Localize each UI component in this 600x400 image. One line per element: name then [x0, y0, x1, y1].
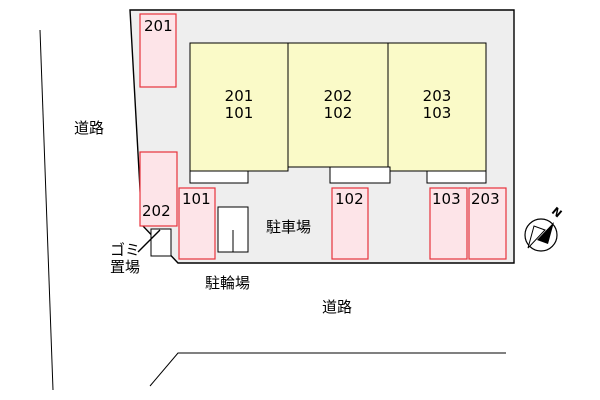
building-unit-2: 202 102: [298, 88, 378, 122]
building-block-3: [387, 42, 487, 172]
parking-label-202: 202: [142, 202, 171, 220]
entrance-2: [329, 166, 391, 184]
parking-label-103: 103: [432, 190, 461, 208]
road-label-south: 道路: [322, 298, 353, 316]
parking-label-101: 101: [182, 190, 211, 208]
unit-upper-label: 201: [224, 87, 254, 105]
entrance-1: [189, 170, 249, 184]
parking-label-203: 203: [471, 190, 500, 208]
parking-space-103: [429, 187, 468, 260]
garbage-label-line1: ゴミ: [110, 241, 141, 259]
parking-lot-label: 駐車場: [266, 218, 312, 236]
parking-space-201: [139, 13, 177, 88]
building-block-1: [189, 42, 289, 172]
compass-icon: [524, 218, 558, 252]
road-edge-west: [39, 29, 54, 391]
unit-upper-label: 202: [323, 87, 353, 105]
garbage-area-label: ゴミ 置場: [110, 242, 140, 276]
road-label-west: 道路: [74, 119, 105, 137]
unit-lower-label: 102: [323, 104, 353, 122]
parking-label-201: 201: [144, 17, 173, 35]
road-edge-south: [149, 352, 506, 387]
bicycle-parking-label: 駐輪場: [205, 274, 251, 292]
parking-space-102: [331, 187, 369, 260]
parking-space-203: [468, 187, 507, 260]
parking-space-202: [139, 151, 178, 227]
entrance-3: [426, 170, 487, 184]
garbage-area-pointer: [137, 229, 161, 253]
building-unit-1: 201 101: [199, 88, 279, 122]
garbage-label-line2: 置場: [110, 258, 141, 276]
parking-label-102: 102: [335, 190, 364, 208]
unit-lower-label: 103: [422, 104, 452, 122]
building-unit-3: 203 103: [397, 88, 477, 122]
unit-upper-label: 203: [422, 87, 452, 105]
parking-space-101: [178, 187, 216, 260]
unit-lower-label: 101: [224, 104, 254, 122]
garbage-area: [150, 228, 172, 257]
